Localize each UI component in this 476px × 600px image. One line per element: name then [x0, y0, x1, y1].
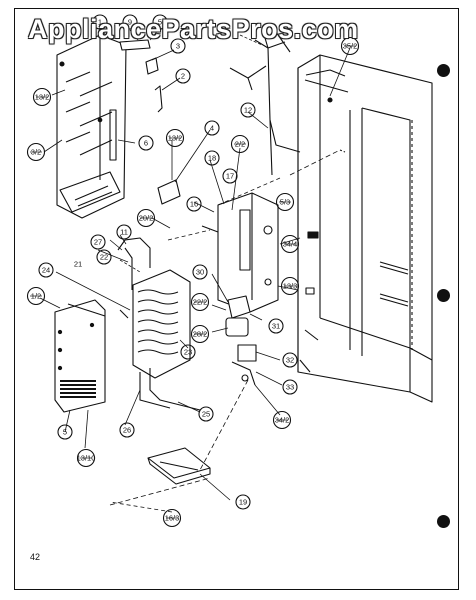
callout-22-2: 22/2 [193, 298, 208, 307]
callout-18: 18 [208, 154, 216, 163]
callout-25: 25 [202, 410, 210, 419]
page-number: 42 [30, 552, 41, 562]
tubing-drawing [229, 27, 301, 176]
binder-hole-bottom [437, 515, 450, 528]
callout-1: 1 [98, 18, 102, 27]
clip-parts-drawing [119, 39, 181, 205]
callout-3-2: 3/2 [31, 148, 41, 157]
callout-13-3: 13/3 [283, 282, 298, 291]
callout-4: 4 [210, 124, 214, 133]
callout-11: 11 [120, 228, 128, 237]
callout-23: 23 [184, 348, 192, 357]
callout-13-2-top: 13/2 [35, 93, 50, 102]
evaporator-coil-drawing [117, 237, 201, 411]
callout-13-2-mid: 13/2 [168, 134, 183, 143]
leader-lines [39, 27, 351, 513]
callout-3: 3 [176, 42, 180, 51]
binder-hole-top [437, 64, 450, 77]
callout-19: 19 [239, 498, 247, 507]
callout-20-2: 20/2 [139, 214, 154, 223]
callout-27: 27 [94, 238, 102, 247]
drain-trough-drawing [147, 447, 211, 485]
binder-hole-middle [437, 289, 450, 302]
callout-12: 12 [244, 106, 252, 115]
callout-9: 9 [128, 18, 132, 27]
evaporator-cover-drawing [56, 34, 127, 219]
callout-16-3: 16/3 [165, 514, 180, 523]
callout-17: 17 [226, 172, 234, 181]
callout-34-4: 34/4 [283, 240, 298, 249]
callout-30: 30 [196, 268, 204, 277]
callout-5-lower: 5 [63, 428, 67, 437]
watermark: AppliancePartsPros.com [28, 14, 359, 44]
callout-2: 2 [181, 72, 185, 81]
callout-26: 26 [123, 426, 131, 435]
fraction-bars [30, 45, 356, 519]
callout-1-2: 1/2 [31, 292, 41, 301]
cabinet-drawing [297, 54, 433, 403]
callout-32: 32 [286, 356, 294, 365]
callout-2-2: 2/2 [235, 140, 245, 149]
callout-circles [26, 14, 360, 528]
callout-16: 16 [190, 200, 198, 209]
rear-panel-drawing [54, 299, 106, 413]
callout-34-2: 34/2 [275, 416, 290, 425]
callout-5: 5 [158, 18, 162, 27]
callout-28-2: 28/2 [193, 330, 208, 339]
callout-5-3: 5/3 [280, 198, 290, 207]
air-duct-drawing [201, 192, 279, 313]
callout-24: 24 [42, 266, 50, 275]
callout-31: 31 [272, 322, 280, 331]
callout-33: 33 [286, 383, 294, 392]
callout-22: 22 [100, 253, 108, 262]
callout-13-10: 13/10 [77, 454, 96, 463]
diagram-border [14, 8, 459, 590]
callout-21: 21 [74, 260, 82, 269]
callout-6: 6 [144, 139, 148, 148]
callout-35-2: 35/2 [343, 42, 358, 51]
damper-control-drawing [225, 295, 257, 386]
